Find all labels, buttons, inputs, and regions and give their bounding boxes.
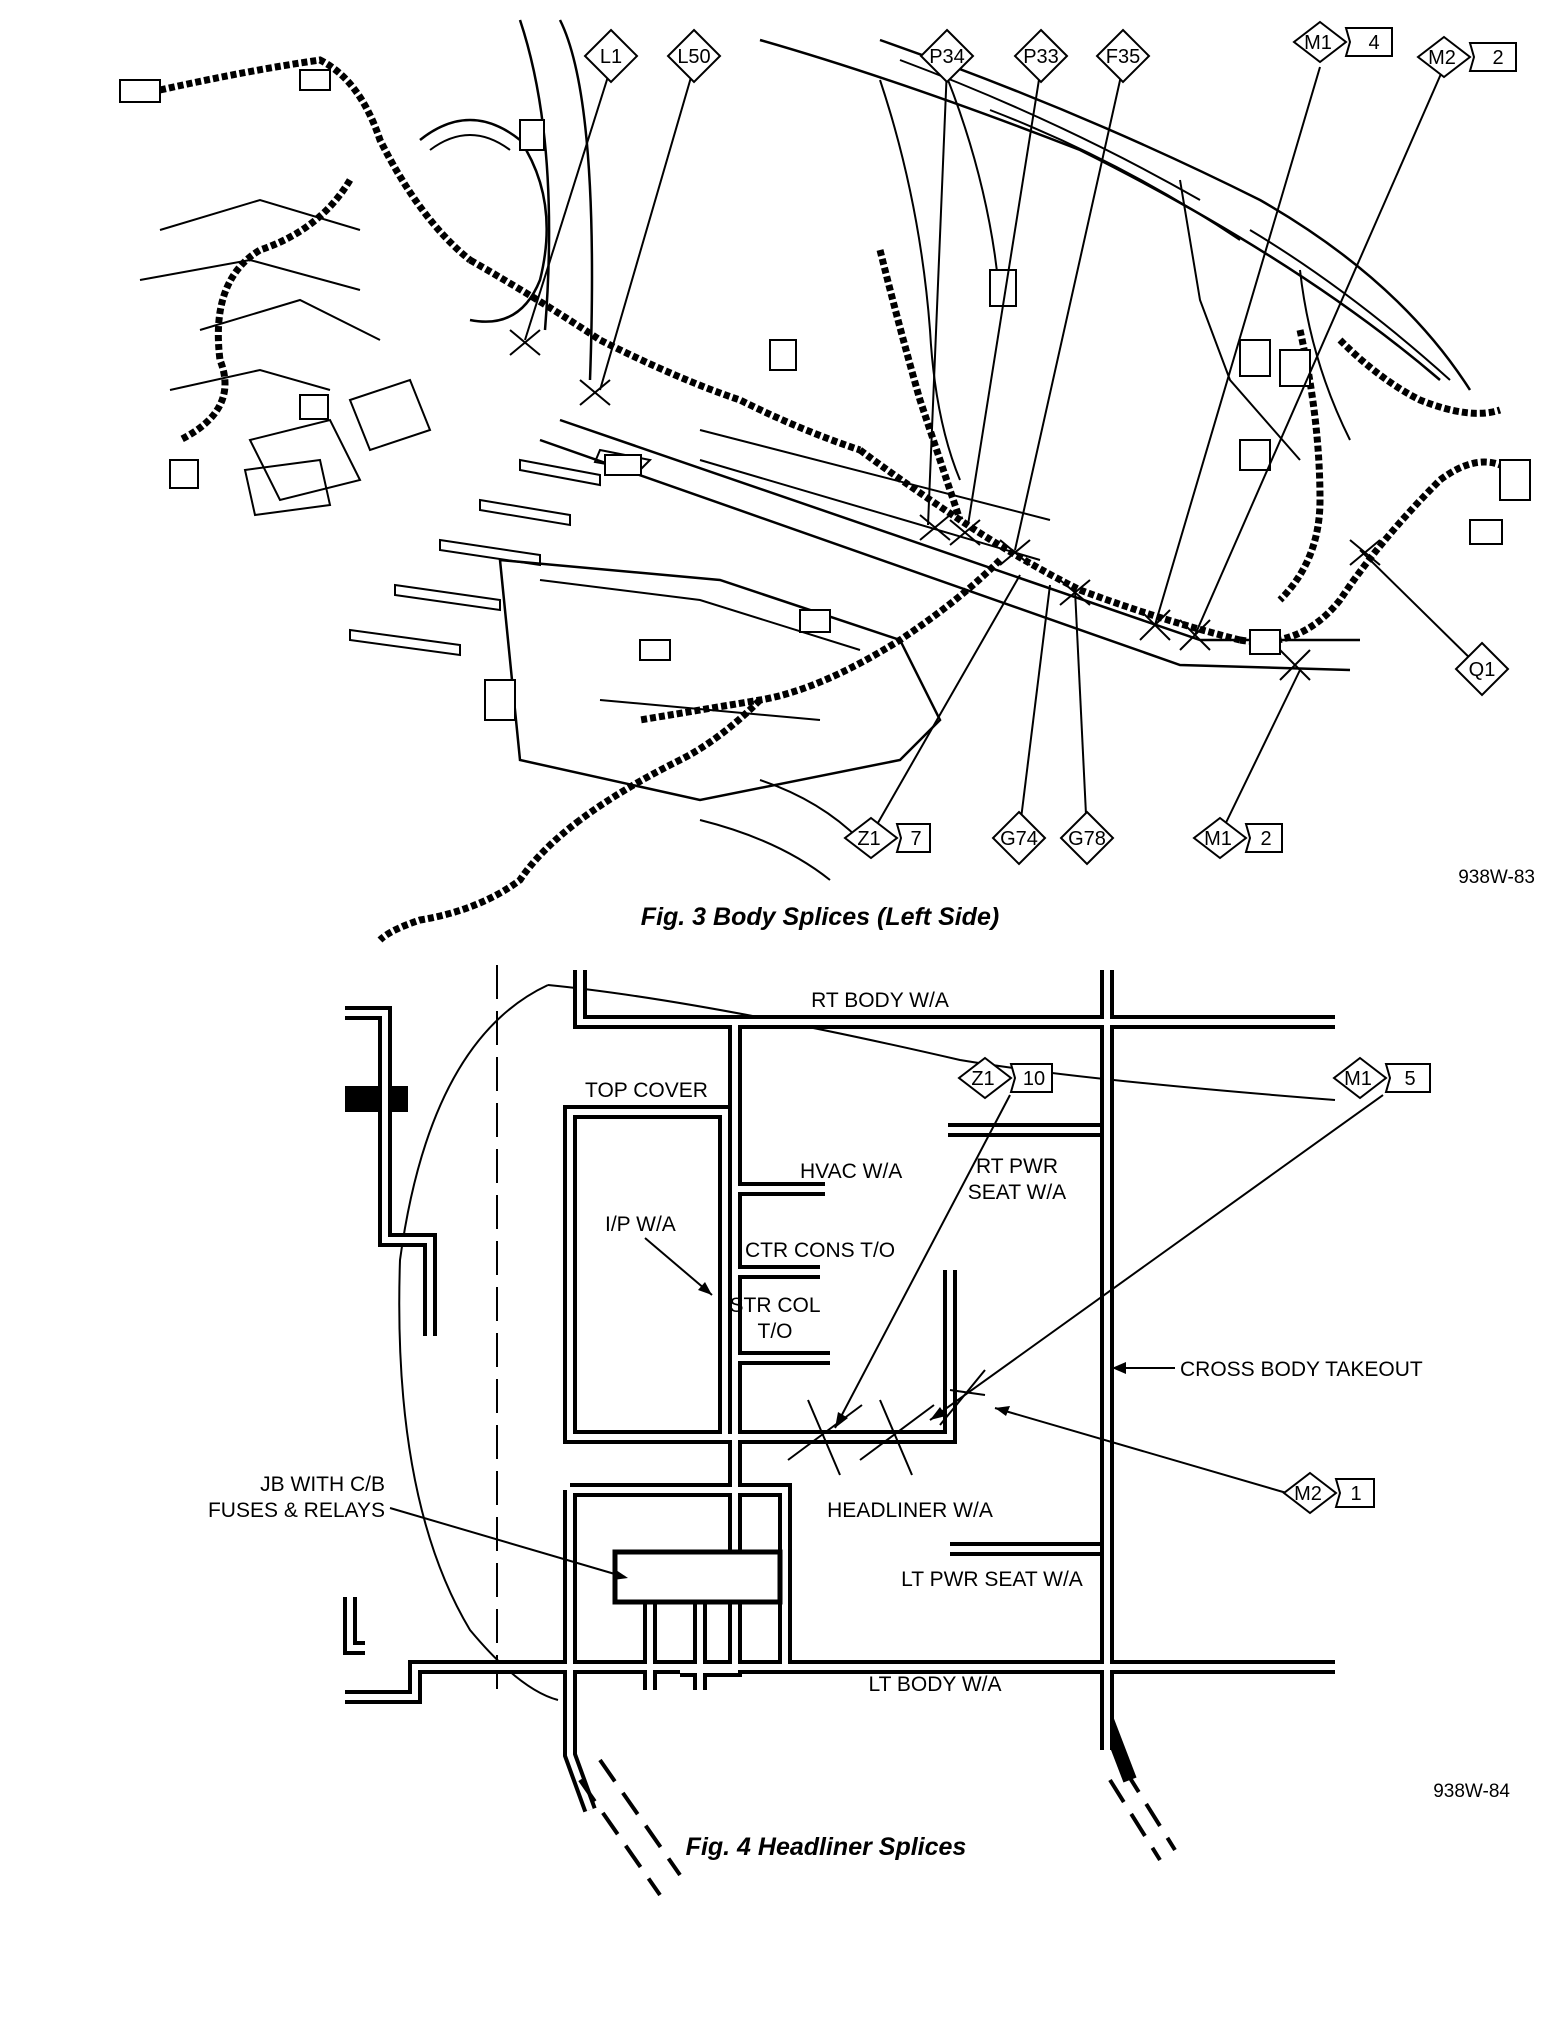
svg-text:Z1: Z1	[971, 1068, 994, 1090]
svg-text:L1: L1	[600, 46, 622, 68]
svg-text:L50: L50	[677, 46, 710, 68]
fig4-callouts: Z1 10 M1 5 M2 1	[957, 1056, 1431, 1515]
svg-text:P33: P33	[1023, 46, 1059, 68]
label-rt-pwr-1: RT PWR	[976, 1155, 1058, 1178]
fig3-illustration	[119, 19, 1531, 943]
svg-text:G78: G78	[1068, 828, 1106, 850]
svg-text:Z1: Z1	[857, 828, 880, 850]
svg-text:M2: M2	[1428, 47, 1456, 69]
label-top-cover: TOP COVER	[585, 1079, 708, 1102]
svg-text:5: 5	[1404, 1068, 1415, 1090]
label-jb-1: JB WITH C/B	[260, 1473, 385, 1496]
callout-Z1-10: Z1 10	[957, 1056, 1053, 1100]
svg-text:M1: M1	[1204, 828, 1232, 850]
callout-P34: P34	[919, 28, 975, 84]
callout-Q1: Q1	[1454, 641, 1510, 697]
svg-text:M1: M1	[1304, 32, 1332, 54]
svg-text:2: 2	[1260, 828, 1271, 850]
callout-L50: L50	[666, 28, 722, 84]
svg-text:F35: F35	[1106, 46, 1140, 68]
fig4-code: 938W-84	[1433, 1781, 1510, 1802]
callout-G74: G74	[991, 810, 1047, 866]
svg-text:Q1: Q1	[1469, 659, 1496, 681]
fig4-labels: RT BODY W/A TOP COVER HVAC W/A RT PWR SE…	[208, 989, 1423, 1696]
label-ctr-cons: CTR CONS T/O	[745, 1239, 895, 1262]
label-jb-2: FUSES & RELAYS	[208, 1499, 385, 1522]
callout-G78: G78	[1059, 810, 1115, 866]
label-cross-body: CROSS BODY TAKEOUT	[1180, 1358, 1423, 1381]
callout-P33: P33	[1013, 28, 1069, 84]
label-rt-body: RT BODY W/A	[811, 989, 949, 1012]
fig4-diagram	[343, 965, 1384, 1897]
junction-block	[612, 1549, 783, 1605]
fig3-callouts: L1 L50 P34 P33 F35 M1 4 M2 2	[583, 20, 1517, 866]
svg-text:7: 7	[910, 828, 921, 850]
label-ip: I/P W/A	[605, 1213, 676, 1236]
label-lt-body: LT BODY W/A	[868, 1673, 1001, 1696]
label-str-col-1: STR COL	[729, 1294, 820, 1317]
callout-F35: F35	[1095, 28, 1151, 84]
callout-M2-2: M2 2	[1416, 35, 1517, 79]
svg-text:M1: M1	[1344, 1068, 1372, 1090]
callout-Z1-7: Z1 7	[843, 816, 931, 860]
label-rt-pwr-2: SEAT W/A	[968, 1181, 1066, 1204]
svg-text:G74: G74	[1000, 828, 1038, 850]
fig4-caption: Fig. 4 Headliner Splices	[686, 1833, 967, 1861]
label-hvac: HVAC W/A	[800, 1160, 902, 1183]
callout-M1-5: M1 5	[1332, 1056, 1431, 1100]
callout-M2-1: M2 1	[1282, 1471, 1375, 1515]
svg-text:4: 4	[1368, 32, 1379, 54]
label-lt-pwr: LT PWR SEAT W/A	[901, 1568, 1083, 1591]
fig3-caption: Fig. 3 Body Splices (Left Side)	[641, 903, 999, 931]
svg-text:M2: M2	[1294, 1483, 1322, 1505]
svg-text:10: 10	[1023, 1068, 1045, 1090]
callout-M1-4: M1 4	[1292, 20, 1393, 64]
svg-text:2: 2	[1492, 47, 1503, 69]
label-headliner: HEADLINER W/A	[827, 1499, 993, 1522]
svg-text:1: 1	[1350, 1483, 1361, 1505]
callout-M1-2: M1 2	[1192, 816, 1283, 860]
label-str-col-2: T/O	[758, 1320, 793, 1343]
svg-text:P34: P34	[929, 46, 965, 68]
fig3-code: 938W-83	[1458, 867, 1535, 888]
callout-L1: L1	[583, 28, 639, 84]
fig3-leaders	[524, 66, 1483, 836]
